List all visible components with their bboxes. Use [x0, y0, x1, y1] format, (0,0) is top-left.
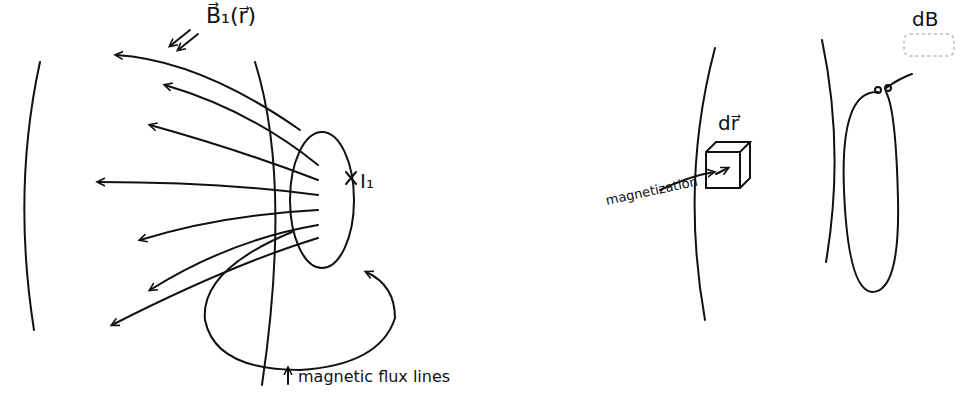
- field-label: B⃗₁(r⃗): [206, 4, 256, 28]
- volume-element-label: dr⃗: [718, 112, 739, 134]
- caption-note: magnetic flux lines: [298, 368, 450, 386]
- field-element-label: dB: [912, 8, 938, 30]
- magnetization-label: magnetization: [605, 175, 699, 208]
- current-label: I₁: [360, 170, 374, 192]
